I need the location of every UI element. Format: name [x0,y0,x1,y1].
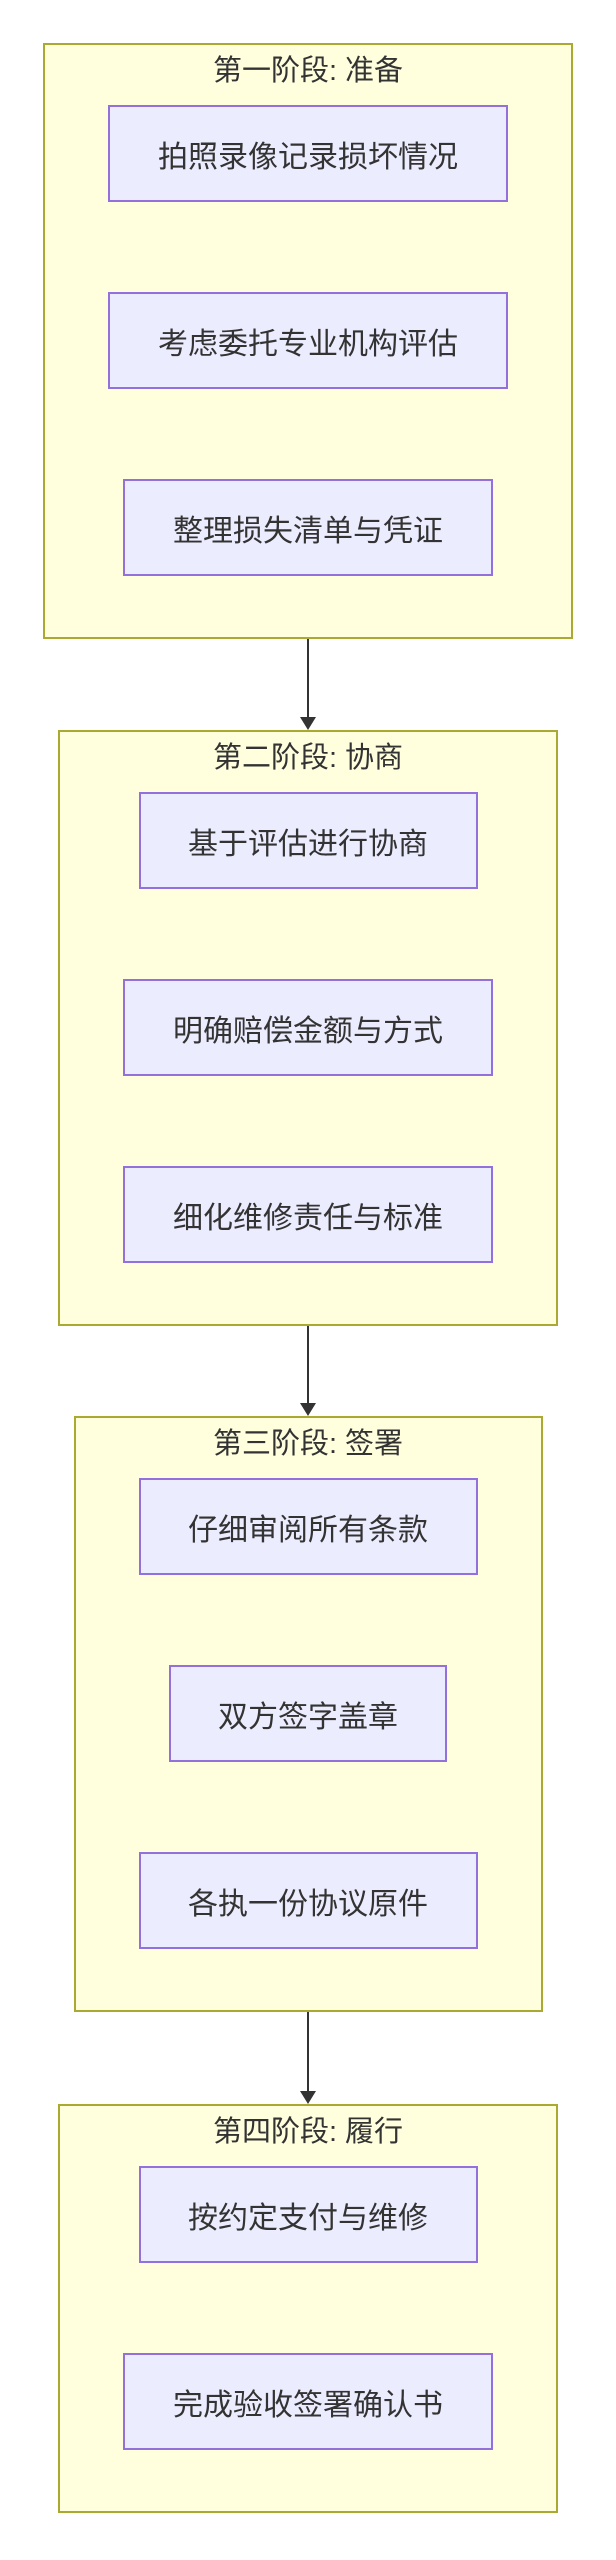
connector-arrowhead-icon [300,717,316,730]
connector-arrow-line [307,1326,309,1403]
stage-container-3: 第三阶段: 签署仔细审阅所有条款双方签字盖章各执一份协议原件 [73,1416,543,2012]
stage-title: 第二阶段: 协商 [212,742,404,774]
flow-node: 细化维修责任与标准 [123,1166,493,1263]
flow-node: 整理损失清单与凭证 [123,479,493,576]
stage-container-4: 第四阶段: 履行按约定支付与维修完成验收签署确认书 [58,2104,558,2513]
connector-arrow-line [307,639,309,717]
connector-arrowhead-icon [300,2091,316,2104]
flow-node: 仔细审阅所有条款 [138,1478,478,1575]
stage-title: 第四阶段: 履行 [212,2116,404,2148]
stage-container-2: 第二阶段: 协商基于评估进行协商明确赔偿金额与方式细化维修责任与标准 [58,730,558,1326]
connector-arrowhead-icon [300,1403,316,1416]
flow-node: 完成验收签署确认书 [123,2353,493,2450]
stage-title: 第一阶段: 准备 [212,55,404,87]
flow-node: 拍照录像记录损坏情况 [108,105,508,202]
flow-node: 基于评估进行协商 [138,792,478,889]
flow-node: 各执一份协议原件 [138,1852,478,1949]
stage-container-1: 第一阶段: 准备拍照录像记录损坏情况考虑委托专业机构评估整理损失清单与凭证 [43,43,573,639]
flow-node: 按约定支付与维修 [138,2166,478,2263]
flow-node: 明确赔偿金额与方式 [123,979,493,1076]
flow-node: 双方签字盖章 [169,1665,447,1762]
connector-arrow-line [307,2012,309,2091]
stage-title: 第三阶段: 签署 [212,1428,404,1460]
flow-node: 考虑委托专业机构评估 [108,292,508,389]
